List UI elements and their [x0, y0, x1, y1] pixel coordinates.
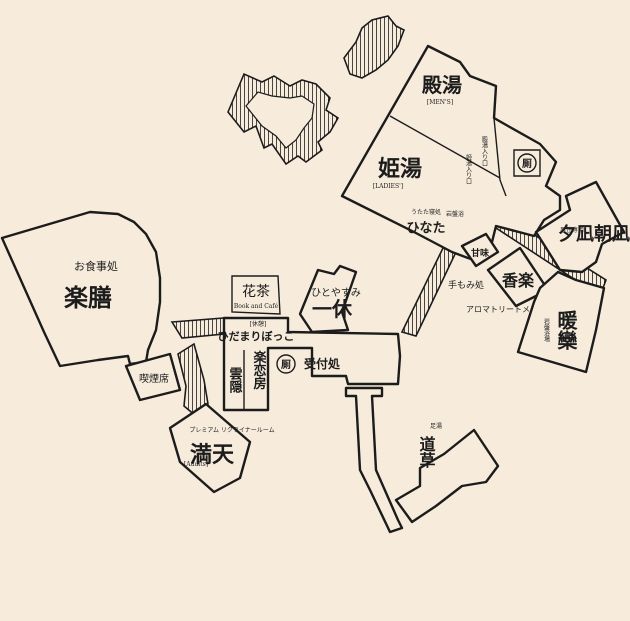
kanmi-shop[interactable]: 甘味 [460, 232, 500, 268]
corridor-stairs [170, 317, 225, 418]
aroma-label: アロマトリートメント [466, 305, 546, 314]
bath-toilet[interactable]: 厠 [513, 149, 541, 177]
premium-sub: [Adults] [184, 461, 208, 468]
hot-stone-room[interactable]: 岩盤浴場 暖欒 [516, 270, 606, 374]
kanmi-label: 甘味 [471, 247, 489, 259]
kumo-room[interactable]: 雲隠 [227, 366, 243, 394]
toilet-icon [276, 354, 296, 374]
toilet-icon-2 [517, 153, 537, 173]
toilet-label-2: 厠 [522, 158, 532, 170]
lounge-tag: [休憩] [250, 320, 267, 328]
massage-label: 手もみ処 [448, 279, 484, 291]
mens-entrance-label: 殿湯入り口 [481, 136, 488, 167]
massage-name: 香楽 [501, 271, 535, 290]
cafe-sub: Book and Café [234, 303, 279, 310]
mens-nap-room[interactable]: 男性専用 夕凪朝凪 [534, 180, 630, 274]
ladies-bath-name: 姫湯 [378, 156, 422, 182]
book-cafe[interactable]: 花茶 Book and Café [231, 275, 281, 315]
lower-corridor [344, 386, 404, 534]
lounge-name[interactable]: ひだまりぼっこ [218, 330, 295, 343]
stone-bath-label: 岩盤浴 [446, 210, 464, 218]
hot-stone-name: 暖欒 [554, 310, 578, 351]
nap-name: 夕凪朝凪 [558, 223, 630, 245]
garden-label: 足湯 [430, 422, 442, 430]
ladies-sauna[interactable]: うたた寝処 ひなた [406, 208, 445, 236]
mens-bath-sub: [MEN'S] [427, 99, 453, 106]
dining-hall[interactable]: お食事処 楽膳 [0, 210, 162, 368]
rakutan-room[interactable]: 楽恋房 [251, 350, 268, 391]
rest-area[interactable]: ひとやすみ 一休 [298, 264, 361, 334]
footbath-garden[interactable]: 足湯 道草 [394, 422, 500, 524]
ladies-bath[interactable]: 姫湯 [LADIES'] [373, 156, 422, 190]
dining-name: 楽膳 [64, 283, 112, 312]
mens-bath-name: 殿湯 [421, 73, 462, 97]
dining-title: お食事処 [74, 259, 118, 273]
nap-label: 男性専用 [560, 226, 584, 234]
premium-label: プレミアム リクライナールーム [189, 427, 274, 434]
ladies-sauna-label: うたた寝処 [411, 208, 441, 216]
mens-bath[interactable]: 殿湯 [MEN'S] [421, 73, 462, 106]
rest-name: 一休 [312, 297, 353, 321]
toilet-label: 厠 [281, 359, 291, 371]
smoking-label: 喫煙席 [139, 372, 169, 385]
garden-name: 道草 [417, 435, 436, 469]
garden-wall [227, 15, 406, 166]
premium-name: 満天 [190, 442, 235, 468]
rest-label: ひとやすみ [311, 287, 361, 299]
cafe-logo: 花茶 [242, 284, 270, 300]
ladies-bath-sub: [LADIES'] [373, 183, 403, 190]
premium-recliner-room[interactable]: プレミアム リクライナールーム 満天 [Adults] [168, 402, 275, 494]
smoking-room[interactable]: 喫煙席 [124, 352, 182, 402]
reception-label[interactable]: 受付処 [304, 356, 341, 371]
ladies-entrance-label: 姫湯入り口 [465, 153, 472, 185]
hot-stone-label: 岩盤浴場 [543, 317, 550, 343]
central-lounge: [休憩] ひだまりぼっこ 雲隠 楽恋房 厠 受付処 [218, 316, 402, 412]
ladies-sauna-name: ひなた [406, 221, 445, 236]
